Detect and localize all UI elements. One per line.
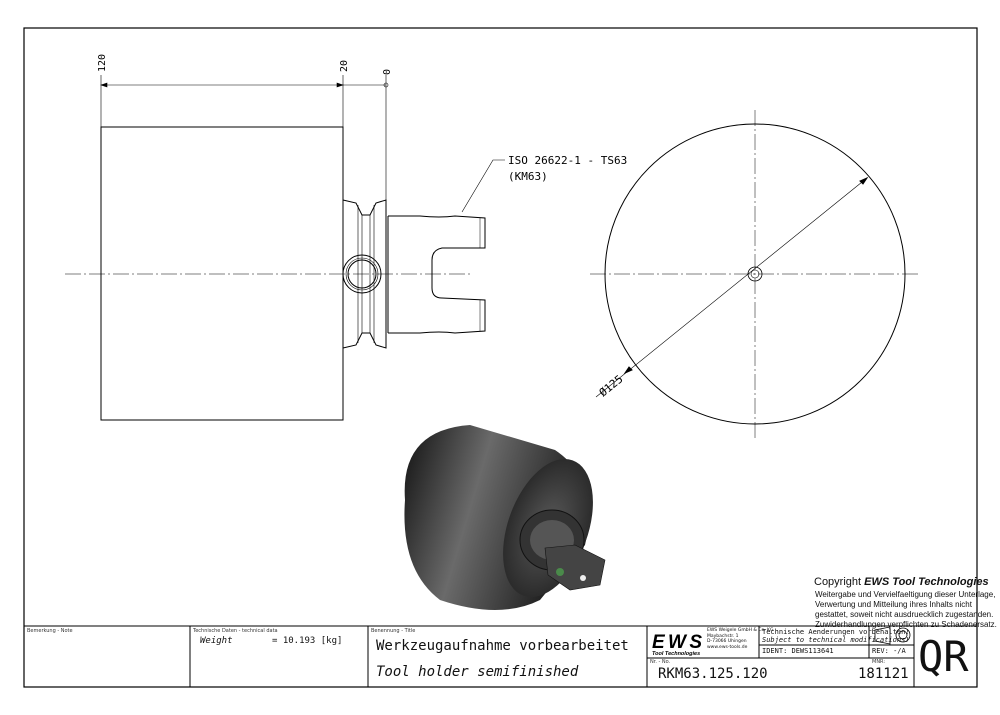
dim-120: 120: [97, 54, 108, 72]
front-view: [590, 110, 920, 438]
nr-value: RKM63.125.120: [658, 666, 768, 682]
mnr-label: MNR:: [872, 659, 886, 665]
projection-symbol-icon: [874, 626, 911, 645]
tech-data-label: Technische Daten - technical data: [193, 628, 278, 634]
copyright-title: Copyright EWS Tool Technologies: [814, 576, 989, 588]
ews-logo: EWS Tool Technologies: [652, 632, 702, 657]
note-label: Bemerkung - Note: [27, 628, 73, 634]
dim-20: 20: [339, 60, 350, 72]
side-view: [100, 126, 486, 421]
title-en: Tool holder semifinished: [376, 664, 579, 680]
drawing-frame: [23, 27, 978, 688]
dimension-lines: [100, 75, 389, 200]
weight-label: Weight: [200, 636, 233, 646]
title-block-lines: [24, 625, 977, 687]
qr-label: QR: [918, 632, 969, 681]
callout-leader: [461, 159, 505, 213]
rev-value: REV: -/A: [872, 647, 906, 655]
changes-de: Technische Aenderungen vorbehalten!: [762, 628, 910, 636]
ident-value: IDENT: DEWS113641: [762, 647, 834, 655]
isometric-render: [404, 425, 606, 610]
changes-en: Subject to technical modifications!: [762, 636, 910, 644]
title-de: Werkzeugaufnahme vorbearbeitet: [376, 638, 629, 654]
callout-line2: (KM63): [508, 170, 548, 183]
copyright-text: Weitergabe und Vervielfaeltigung dieser …: [815, 590, 997, 629]
svg-text:EWS: EWS: [652, 632, 702, 653]
dim-0: 0: [382, 69, 393, 75]
svg-text:Tool Technologies: Tool Technologies: [652, 651, 700, 657]
title-label: Benennung - Title: [371, 628, 416, 634]
nr-label: Nr. - No.: [650, 659, 671, 665]
mnr-value: 181121: [858, 666, 909, 682]
weight-value: = 10.193 [kg]: [272, 636, 343, 646]
callout-line1: ISO 26622-1 - TS63: [508, 154, 627, 167]
